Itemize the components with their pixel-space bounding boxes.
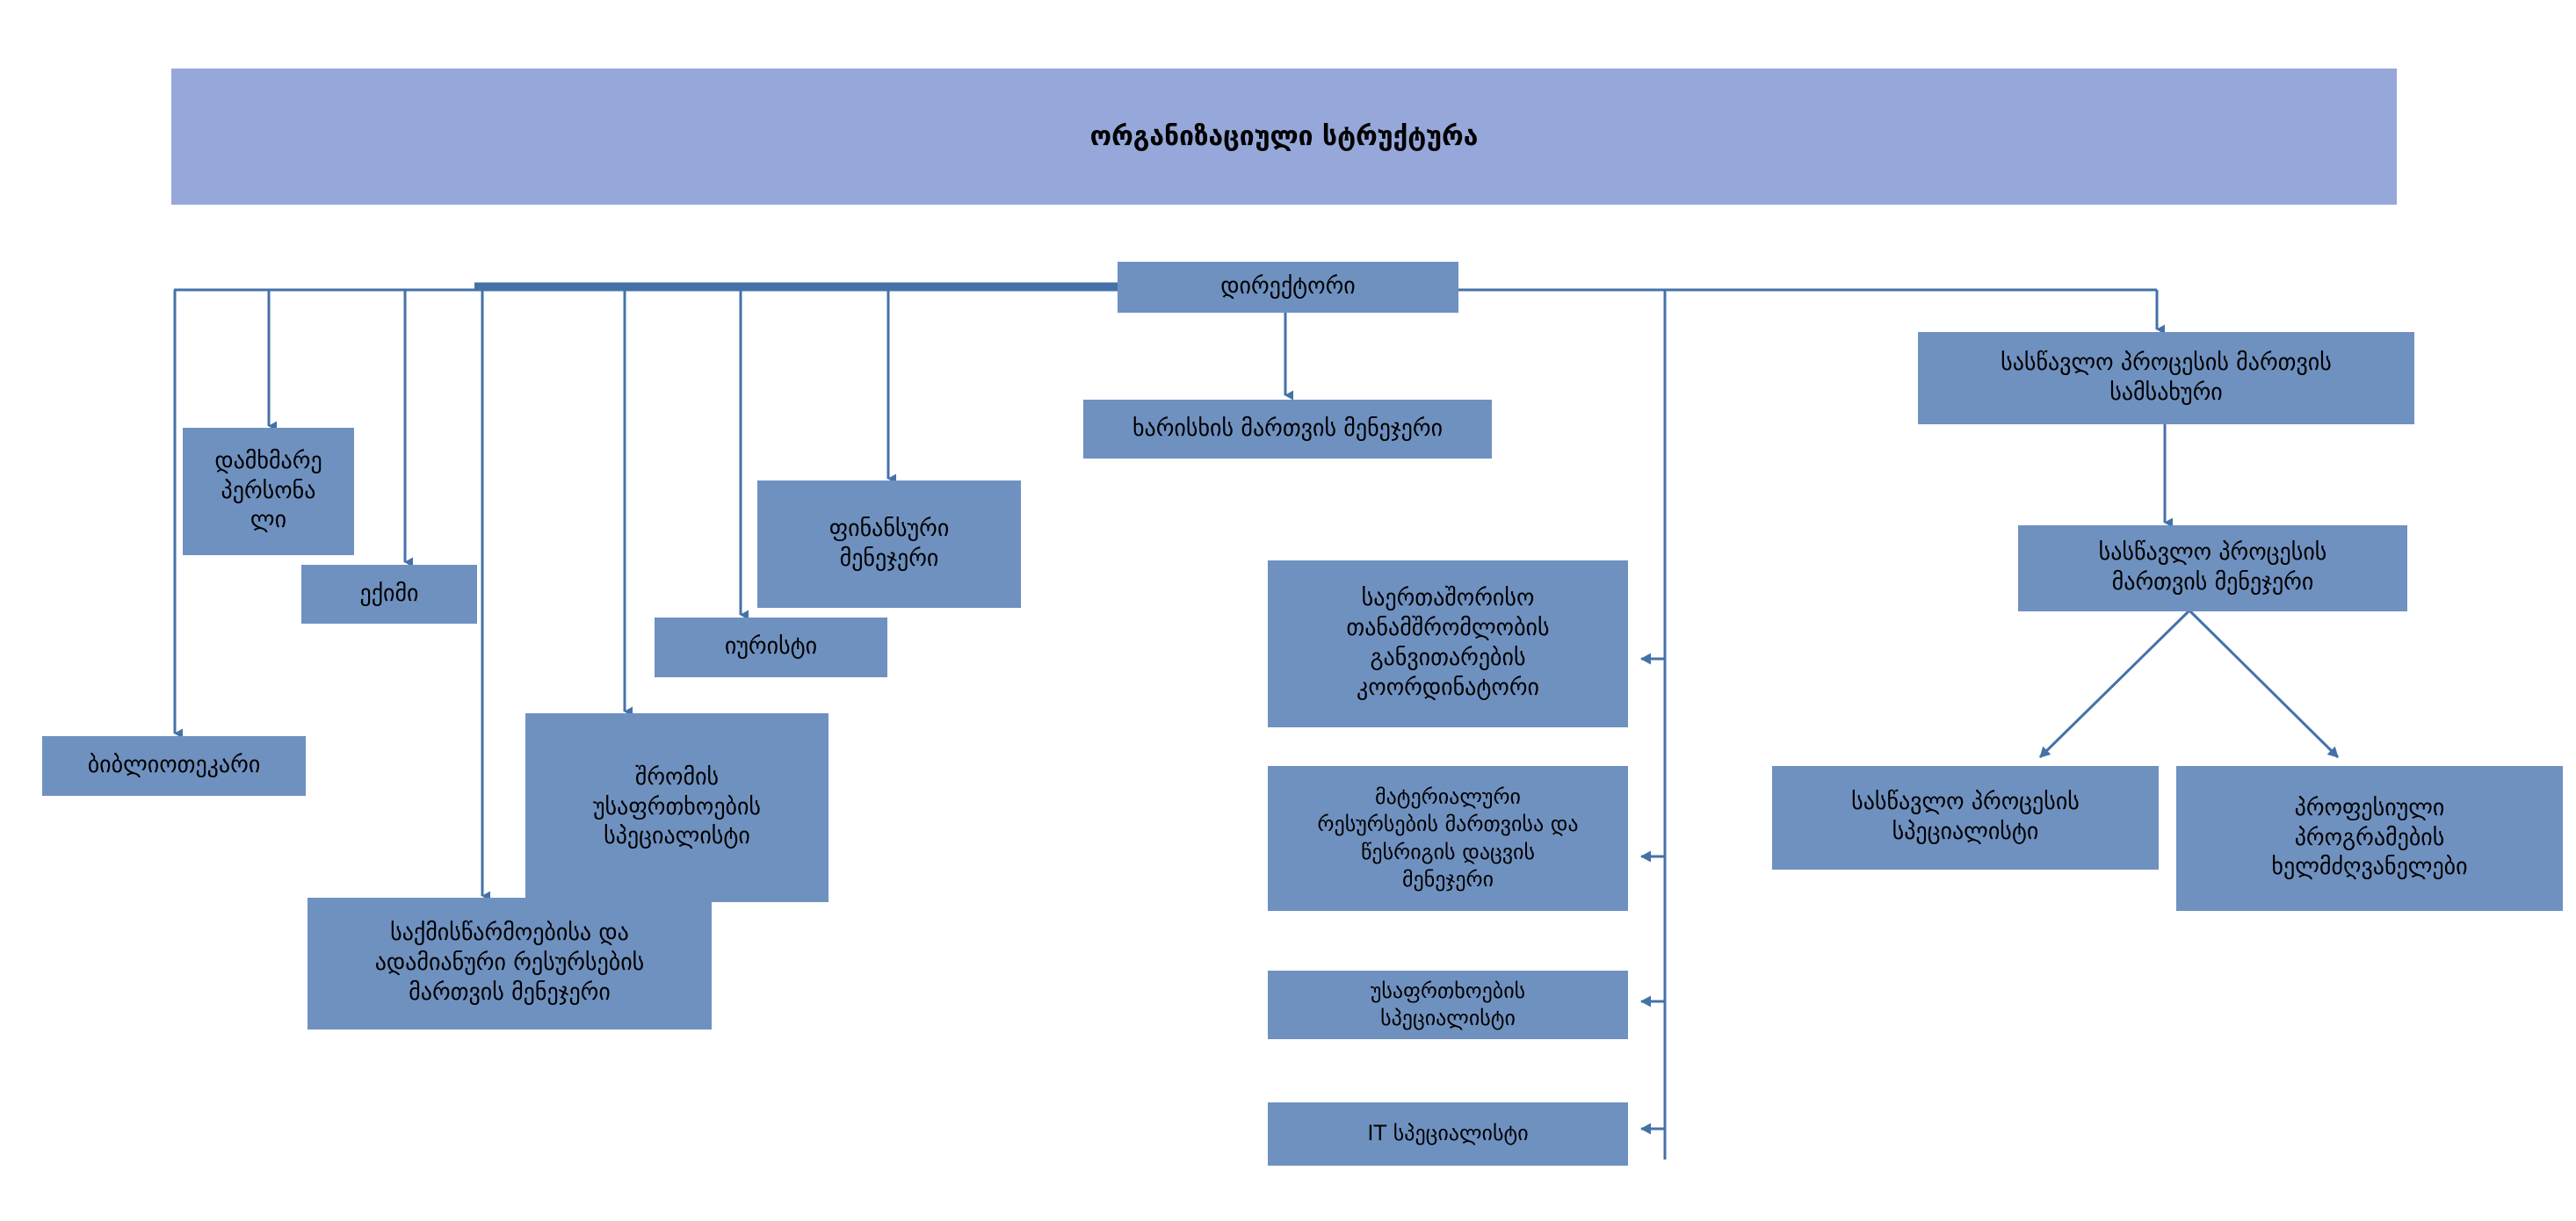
- node-vocational-program-heads-label: პროფესიული პროგრამების ხელმძღვანელები: [2271, 794, 2468, 881]
- node-quality-manager-label: ხარისხის მართვის მენეჯერი: [1132, 415, 1444, 442]
- page-title: ორგანიზაციული სტრუქტურა: [1089, 120, 1479, 152]
- title-banner: ორგანიზაციული სტრუქტურა: [171, 69, 2397, 205]
- node-director[interactable]: დირექტორი: [1118, 262, 1458, 313]
- node-it-specialist-label: IT სპეციალისტი: [1367, 1121, 1529, 1146]
- node-study-process-manager-label: სასწავლო პროცესის მართვის მენეჯერი: [2098, 539, 2327, 596]
- node-office-hr-manager[interactable]: საქმისწარმოებისა და ადამიანური რესურსები…: [308, 898, 712, 1030]
- node-office-hr-manager-label: საქმისწარმოებისა და ადამიანური რესურსები…: [374, 920, 645, 1006]
- node-study-process-specialist[interactable]: სასწავლო პროცესის სპეციალისტი: [1772, 766, 2159, 870]
- node-vocational-program-heads[interactable]: პროფესიული პროგრამების ხელმძღვანელები: [2176, 766, 2563, 911]
- node-intl-coop-coordinator[interactable]: საერთაშორისო თანამშრომლობის განვითარების…: [1268, 560, 1628, 727]
- node-safety-specialist-label: უსაფრთხოების სპეციალისტი: [1370, 978, 1526, 1030]
- left-branch-bus: [174, 282, 1118, 292]
- node-finance-manager[interactable]: ფინანსური მენეჯერი: [757, 480, 1021, 608]
- node-safety-specialist[interactable]: უსაფრთხოების სპეციალისტი: [1268, 971, 1628, 1039]
- node-lawyer-label: იურისტი: [724, 633, 818, 661]
- node-director-label: დირექტორი: [1220, 273, 1356, 300]
- manager-to-children-edges: [2038, 609, 2340, 759]
- node-library[interactable]: ბიბლიოთეკარი: [42, 736, 306, 796]
- node-study-process-specialist-label: სასწავლო პროცესის სპეციალისტი: [1851, 789, 2080, 845]
- node-labor-safety-specialist-label: შრომის უსაფრთხოების სპეციალისტი: [592, 763, 762, 850]
- node-material-resources-manager-label: მატერიალური რესურსების მართვისა და წესრი…: [1317, 784, 1579, 892]
- node-finance-manager-label: ფინანსური მენეჯერი: [829, 515, 950, 572]
- node-intl-coop-coordinator-label: საერთაშორისო თანამშრომლობის განვითარების…: [1346, 585, 1550, 701]
- node-material-resources-manager[interactable]: მატერიალური რესურსების მართვისა და წესრი…: [1268, 766, 1628, 911]
- node-library-label: ბიბლიოთეკარი: [87, 752, 261, 779]
- right-branch-bus: [1458, 288, 2165, 335]
- node-support-staff[interactable]: დამხმარე პერსონა ლი: [183, 428, 354, 555]
- node-study-process-service[interactable]: სასწავლო პროცესის მართვის სამსახური: [1918, 332, 2414, 424]
- node-doctor-label: ექიმი: [359, 580, 419, 607]
- node-study-process-manager[interactable]: სასწავლო პროცესის მართვის მენეჯერი: [2018, 525, 2407, 611]
- node-support-staff-label: დამხმარე პერსონა ლი: [214, 447, 322, 534]
- node-lawyer[interactable]: იურისტი: [655, 618, 887, 677]
- node-study-process-service-label: სასწავლო პროცესის მართვის სამსახური: [2001, 349, 2332, 406]
- node-labor-safety-specialist[interactable]: შრომის უსაფრთხოების სპეციალისტი: [525, 713, 829, 902]
- center-column-spine: [1640, 290, 1667, 1160]
- node-quality-manager[interactable]: ხარისხის მართვის მენეჯერი: [1083, 400, 1492, 459]
- node-doctor[interactable]: ექიმი: [301, 565, 477, 624]
- node-it-specialist[interactable]: IT სპეციალისტი: [1268, 1102, 1628, 1166]
